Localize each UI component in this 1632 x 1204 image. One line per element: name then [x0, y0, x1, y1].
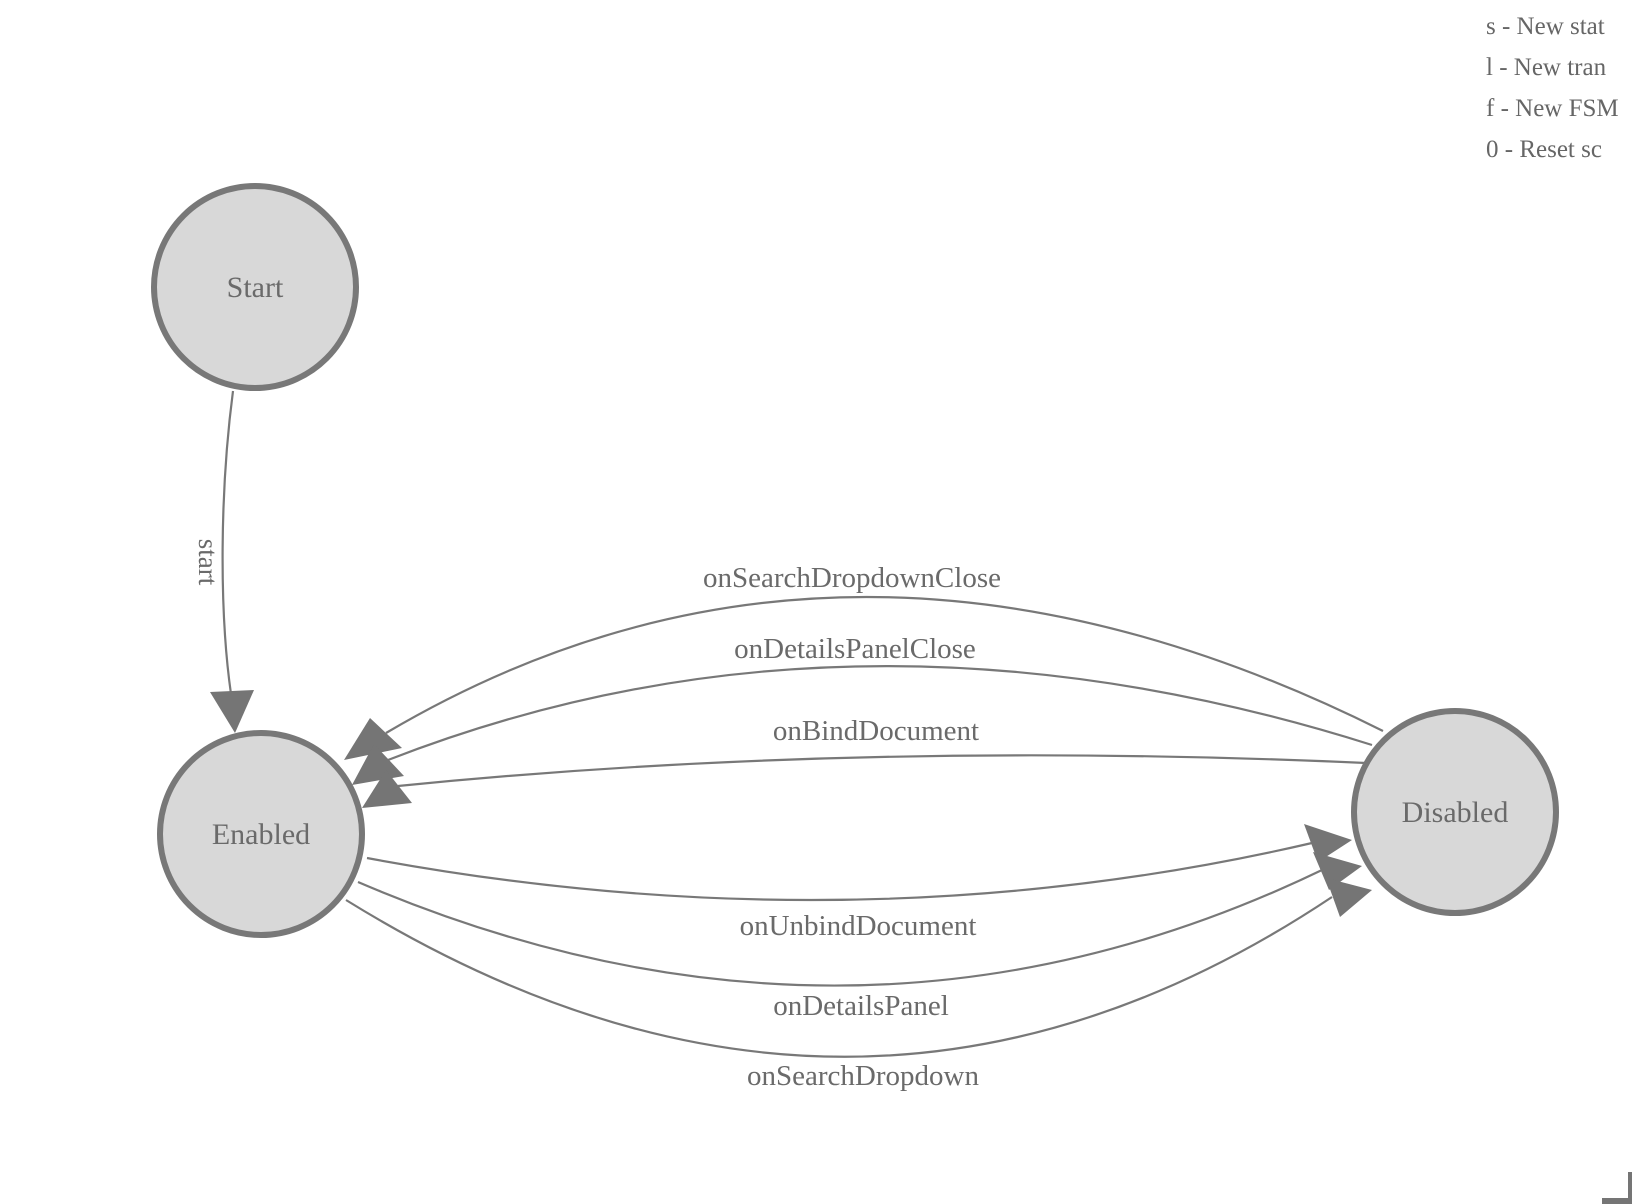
arrowhead-onSearchDropdown-icon	[1326, 878, 1372, 917]
edge-curve-onDetailsPanel[interactable]	[357, 869, 1323, 987]
edge-label-onDetailsPanelClose[interactable]: onDetailsPanelClose	[734, 633, 976, 665]
arrowhead-start-to-enabled-icon	[210, 690, 254, 733]
edge-label-onSearchDropdownClose[interactable]: onSearchDropdownClose	[703, 562, 1001, 594]
arrowhead-onSearchDropdownClose-icon	[344, 718, 402, 760]
panel-corner-vertical-bar	[1628, 1172, 1632, 1204]
state-node-start-circle[interactable]	[151, 183, 359, 391]
state-node-disabled[interactable]: Disabled	[1351, 708, 1559, 916]
edge-curve-onSearchDropdownClose[interactable]	[385, 595, 1384, 734]
edge-disabled-to-enabled-3[interactable]	[362, 754, 1367, 808]
state-node-disabled-circle[interactable]	[1351, 708, 1559, 916]
state-node-start-label: Start	[227, 271, 284, 304]
edge-curve-onDetailsPanelClose[interactable]	[387, 665, 1373, 762]
shortcut-legend: s - New stat l - New tran f - New FSM 0 …	[1486, 6, 1619, 170]
edge-label-start[interactable]: start	[193, 539, 223, 586]
edge-label-onSearchDropdown[interactable]: onSearchDropdown	[747, 1060, 979, 1092]
legend-line-new-state: s - New stat	[1486, 13, 1605, 40]
edge-label-onDetailsPanel[interactable]: onDetailsPanel	[773, 990, 949, 1022]
edge-start-curve[interactable]	[221, 390, 235, 695]
state-node-disabled-label: Disabled	[1402, 796, 1509, 829]
edge-curve-onBindDocument[interactable]	[397, 754, 1367, 788]
edge-enabled-to-disabled-2[interactable]	[357, 852, 1362, 987]
edge-enabled-to-disabled-1[interactable]	[366, 824, 1352, 902]
arrowhead-onDetailsPanelClose-icon	[352, 744, 404, 785]
edge-label-onBindDocument[interactable]: onBindDocument	[773, 715, 979, 747]
edge-disabled-to-enabled-2[interactable]	[352, 665, 1373, 785]
legend-line-new-fsm: f - New FSM	[1486, 95, 1619, 122]
arrowhead-onDetailsPanel-icon	[1313, 852, 1362, 890]
arrowhead-onUnbindDocument-icon	[1304, 824, 1352, 862]
legend-line-reset: 0 - Reset sc	[1486, 136, 1602, 163]
state-node-enabled[interactable]: Enabled	[157, 730, 365, 938]
edge-label-onUnbindDocument[interactable]: onUnbindDocument	[740, 910, 977, 942]
legend-line-new-transition: l - New tran	[1486, 54, 1607, 81]
panel-corner-horizontal-bar	[1602, 1198, 1632, 1204]
edge-enabled-to-disabled-3[interactable]	[345, 878, 1372, 1058]
state-node-enabled-label: Enabled	[212, 818, 310, 851]
arrowhead-onBindDocument-icon	[362, 770, 412, 808]
state-node-start[interactable]: Start	[151, 183, 359, 391]
edge-start-to-enabled[interactable]	[210, 390, 254, 733]
edge-curve-onUnbindDocument[interactable]	[366, 841, 1313, 902]
edge-curve-onSearchDropdown[interactable]	[345, 896, 1333, 1058]
state-node-enabled-circle[interactable]	[157, 730, 365, 938]
edge-disabled-to-enabled-1[interactable]	[344, 595, 1384, 760]
